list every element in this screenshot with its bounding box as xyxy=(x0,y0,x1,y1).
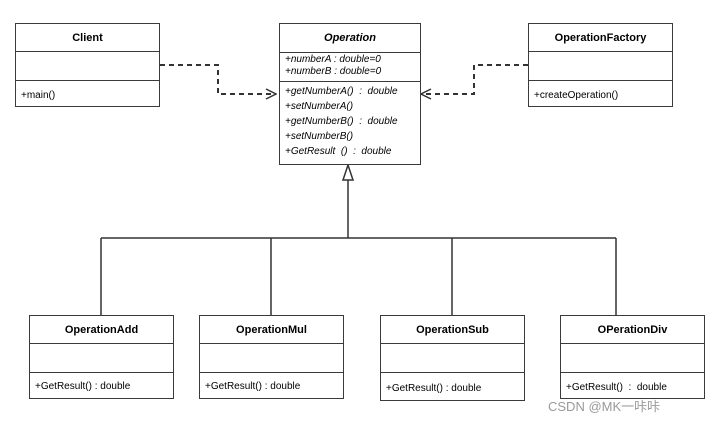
class-operations: +GetResult() : double xyxy=(561,373,704,394)
operation-item: +setNumberA() xyxy=(285,101,354,112)
class-attributes: +numberA : double=0 +numberB : double=0 xyxy=(280,53,420,82)
operation-item: +GetResult() : double xyxy=(566,382,667,393)
operation-item: +GetResult() : double xyxy=(205,381,301,392)
class-operation-div[interactable]: OPerationDiv +GetResult() : double xyxy=(560,315,705,399)
class-operation[interactable]: Operation +numberA : double=0 +numberB :… xyxy=(279,23,421,165)
factory-dependency-arrow xyxy=(421,64,528,94)
operation-item: +GetResult () : double xyxy=(285,146,392,157)
inheritance-tree xyxy=(100,180,617,315)
class-attributes xyxy=(381,344,524,373)
class-operations: +GetResult() : double xyxy=(200,373,343,393)
class-operations: +GetResult() : double xyxy=(30,373,173,393)
class-attributes xyxy=(200,344,343,373)
class-attributes xyxy=(529,52,672,81)
class-attributes xyxy=(16,52,159,81)
operation-item: +getNumberB() : double xyxy=(285,116,398,127)
attribute-item: +numberB : double=0 xyxy=(285,66,382,77)
operation-item: +setNumberB() xyxy=(285,131,354,142)
class-name: OPerationDiv xyxy=(561,316,704,344)
operation-item: +main() xyxy=(21,90,56,101)
class-name: OperationFactory xyxy=(529,24,672,52)
generalization-triangle xyxy=(341,162,355,181)
class-name: OperationAdd xyxy=(30,316,173,344)
class-operations: +GetResult() : double xyxy=(381,373,524,395)
client-dependency-arrow xyxy=(160,64,276,94)
class-name: Client xyxy=(16,24,159,52)
operation-item: +getNumberA() : double xyxy=(285,86,398,97)
operation-item: +createOperation() xyxy=(534,90,619,101)
operation-item: +GetResult() : double xyxy=(386,383,482,394)
class-operation-add[interactable]: OperationAdd +GetResult() : double xyxy=(29,315,174,399)
class-operation-factory[interactable]: OperationFactory +createOperation() xyxy=(528,23,673,107)
class-operation-sub[interactable]: OperationSub +GetResult() : double xyxy=(380,315,525,401)
class-operations: +createOperation() xyxy=(529,81,672,102)
class-operation-mul[interactable]: OperationMul +GetResult() : double xyxy=(199,315,344,399)
class-attributes xyxy=(30,344,173,373)
attribute-item: +numberA : double=0 xyxy=(285,54,381,65)
operation-item: +GetResult() : double xyxy=(35,381,131,392)
class-operations: +getNumberA() : double +setNumberA() +ge… xyxy=(280,82,420,159)
class-operations: +main() xyxy=(16,81,159,102)
class-client[interactable]: Client +main() xyxy=(15,23,160,107)
class-name: OperationSub xyxy=(381,316,524,344)
class-name: OperationMul xyxy=(200,316,343,344)
class-attributes xyxy=(561,344,704,373)
watermark-text: CSDN @MK一咔咔 xyxy=(548,399,661,414)
class-name: Operation xyxy=(280,24,420,53)
